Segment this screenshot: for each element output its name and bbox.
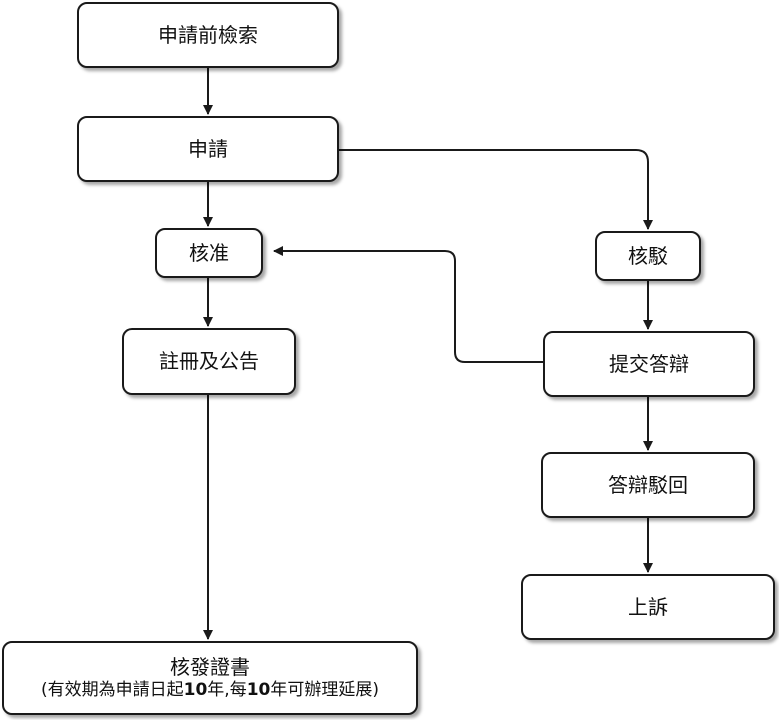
approval-node: 核准 [155, 228, 263, 278]
note-close: 年可辦理延展) [270, 679, 380, 700]
response-rejected-node: 答辯駁回 [541, 452, 755, 518]
rejection-label: 核駁 [628, 243, 668, 268]
certificate-node: 核發證書 (有效期為申請日起10年,每10年可辦理延展) [2, 641, 418, 715]
edge-response-to-approve [273, 246, 543, 363]
edge-apply-to-reject [338, 149, 653, 230]
appeal-label: 上訴 [628, 594, 668, 619]
submit-response-label: 提交答辯 [609, 351, 689, 376]
pre-application-search-label: 申請前檢索 [158, 22, 258, 47]
certificate-validity-note: (有效期為申請日起10年,每10年可辦理延展) [41, 680, 379, 701]
registration-publication-node: 註冊及公告 [122, 328, 296, 395]
certificate-title: 核發證書 [170, 654, 250, 679]
response-rejected-label: 答辯駁回 [608, 472, 688, 497]
submit-response-node: 提交答辯 [543, 331, 755, 397]
note-open: (有效期為申請日起 [40, 679, 184, 700]
appeal-node: 上訴 [521, 574, 775, 640]
pre-application-search-node: 申請前檢索 [77, 2, 339, 68]
application-node: 申請 [77, 116, 339, 182]
approval-label: 核准 [189, 240, 229, 265]
rejection-node: 核駁 [595, 231, 701, 281]
application-label: 申請 [188, 136, 228, 161]
note-years-a: 10 [183, 679, 208, 700]
registration-publication-label: 註冊及公告 [159, 349, 259, 373]
note-mid: 年,每 [207, 679, 247, 700]
note-years-b: 10 [246, 679, 271, 700]
